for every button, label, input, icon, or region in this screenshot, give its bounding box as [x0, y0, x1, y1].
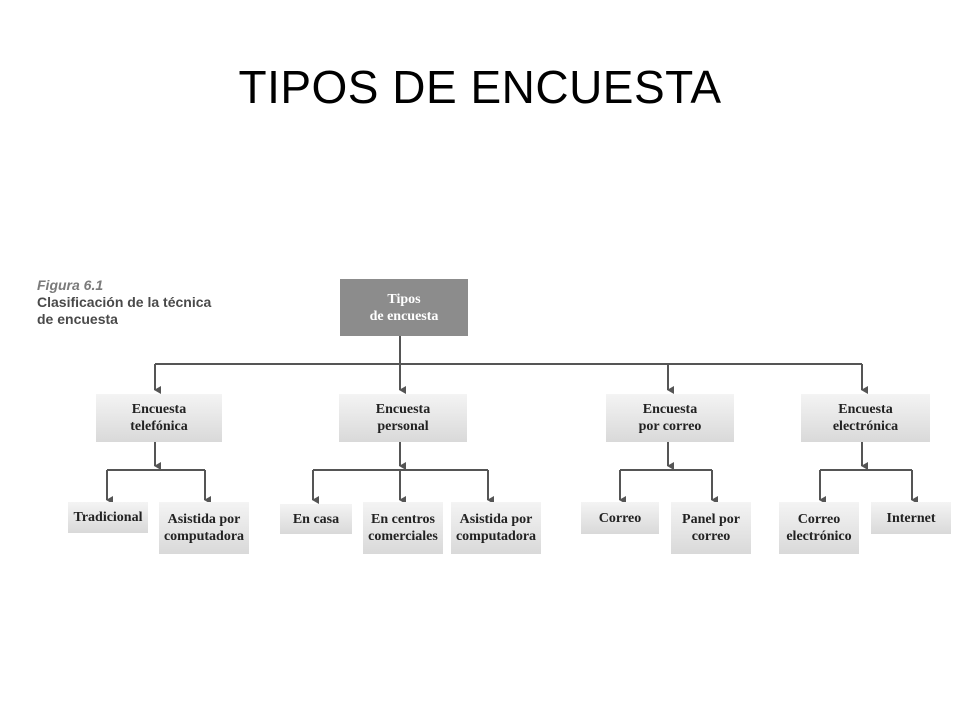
node-label: Correo [598, 510, 642, 526]
slide-title: TIPOS DE ENCUESTA [238, 61, 722, 113]
node-root: Tipos de encuesta [340, 279, 468, 336]
node-panel-por-correo: Panel por correo [671, 502, 751, 554]
node-label: Encuesta personal [375, 402, 431, 434]
node-label: Encuesta telefónica [130, 402, 188, 434]
node-root-label: Tipos de encuesta [369, 291, 439, 324]
figure-caption: Figura 6.1 Clasificación de la técnica d… [37, 277, 211, 328]
figure-caption-line-1: Clasificación de la técnica [37, 294, 212, 310]
node-label: Internet [886, 510, 936, 526]
node-tradicional: Tradicional [68, 502, 148, 533]
node-internet: Internet [871, 502, 951, 534]
node-label: Asistida por computadora [455, 512, 537, 544]
node-label: Encuesta por correo [638, 402, 702, 434]
node-label: Correo electrónico [786, 512, 852, 544]
node-label: Panel por correo [682, 512, 740, 544]
node-label: En centros comerciales [368, 512, 438, 544]
node-label: Asistida por computadora [163, 512, 245, 544]
node-en-centros-comerciales: En centros comerciales [363, 502, 443, 554]
node-en-casa: En casa [280, 504, 352, 534]
node-encuesta-personal: Encuesta personal [339, 394, 467, 442]
node-label: Tradicional [73, 510, 143, 525]
figure-caption-line-2: de encuesta [37, 311, 118, 327]
node-encuesta-electronica: Encuesta electrónica [801, 394, 930, 442]
node-encuesta-telefonica: Encuesta telefónica [96, 394, 222, 442]
node-correo: Correo [581, 502, 659, 534]
node-correo-electronico: Correo electrónico [779, 502, 859, 554]
node-encuesta-por-correo: Encuesta por correo [606, 394, 734, 442]
figure-label: Figura 6.1 [37, 277, 104, 293]
node-label: En casa [292, 511, 340, 527]
node-asistida-telefonica: Asistida por computadora [159, 502, 249, 554]
node-asistida-personal: Asistida por computadora [451, 502, 541, 554]
node-label: Encuesta electrónica [832, 402, 899, 434]
